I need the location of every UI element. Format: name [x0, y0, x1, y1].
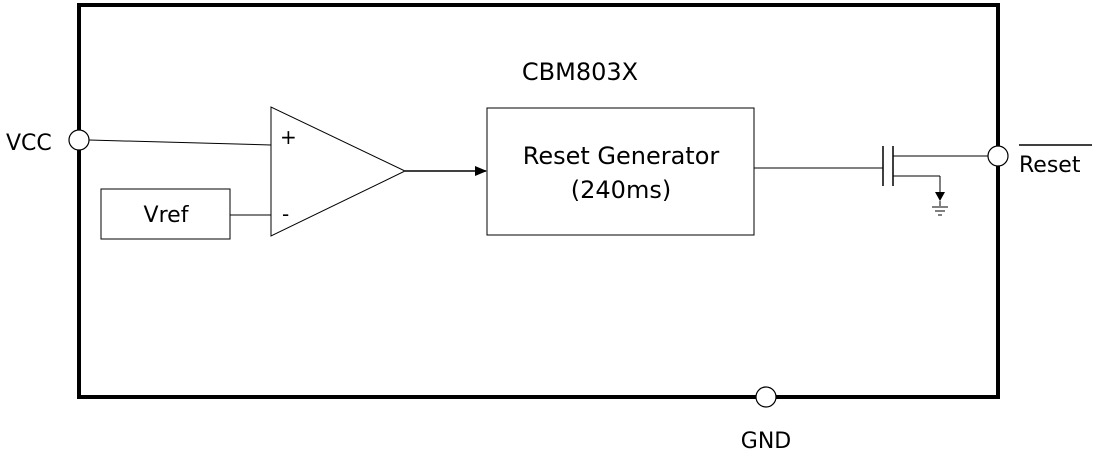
vcc-pin-label: VCC [6, 131, 52, 156]
reset-pin [987, 145, 1009, 167]
chip-title: CBM803X [522, 58, 638, 86]
vcc-pin [68, 129, 90, 151]
reset-pin-label: Reset [1019, 153, 1081, 178]
comparator-minus-sign: - [282, 202, 289, 226]
gnd-pin-label: GND [741, 429, 791, 454]
ground-icon [932, 206, 948, 216]
vref-label: Vref [144, 203, 190, 228]
comparator [270, 106, 407, 237]
gnd-pin [755, 386, 777, 408]
reset-generator-box [486, 107, 755, 236]
reset-generator-title: Reset Generator [523, 142, 720, 170]
vref-box [100, 188, 231, 240]
source-arrow-icon [935, 192, 945, 201]
reset-generator-delay: (240ms) [571, 176, 671, 204]
vcc-wire [88, 139, 272, 146]
chip-outline [77, 3, 1000, 399]
comparator-plus-sign: + [280, 125, 297, 149]
